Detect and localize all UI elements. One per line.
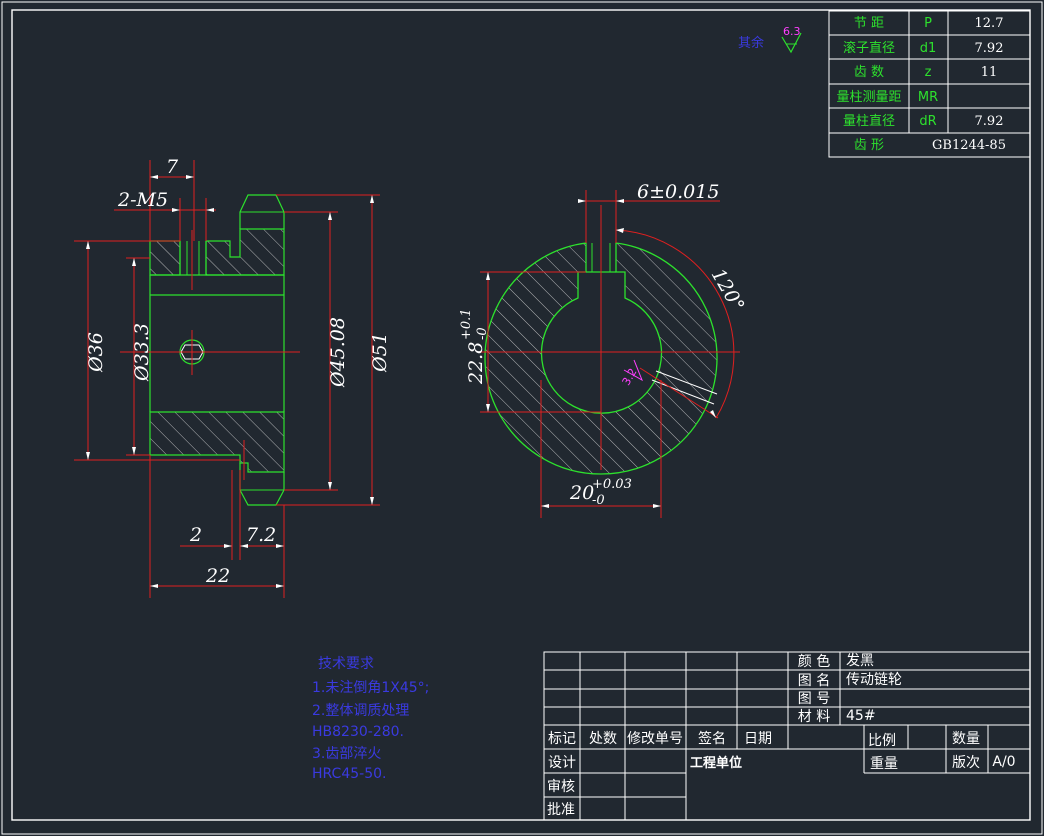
side-section-view xyxy=(120,194,300,506)
param-symbol-pin: dR xyxy=(919,114,936,129)
param-symbol-measure: MR xyxy=(918,90,938,105)
dim-bore-20: 20 xyxy=(569,482,594,504)
roughness-note-value: 6.3 xyxy=(783,25,801,38)
param-symbol-pitch: P xyxy=(924,16,932,31)
param-value-teeth: 11 xyxy=(981,65,998,80)
tech-req-line-5: HRC45-50. xyxy=(312,766,386,782)
tb-color-value: 发黑 xyxy=(846,653,874,669)
dim-22: 22 xyxy=(205,565,230,587)
dim-thread-2m5: 2-M5 xyxy=(117,189,168,211)
dim-key-depth-tol-up: +0.1 xyxy=(459,308,474,340)
roughness-note: 其余 6.3 xyxy=(738,25,802,54)
dim-keyway-6: 6±0.015 xyxy=(637,181,719,203)
tb-col-sign: 签名 xyxy=(698,730,726,747)
tb-material-label: 材 料 xyxy=(798,709,830,725)
front-roughness-value: 3.2 xyxy=(620,366,640,388)
tb-company: 工程单位 xyxy=(690,755,742,771)
param-value-pin: 7.92 xyxy=(975,114,1004,129)
tb-design: 设计 xyxy=(548,755,576,771)
dim-width-7: 7 xyxy=(166,156,179,178)
tb-name-value: 传动链轮 xyxy=(846,672,902,688)
param-value-roller: 7.92 xyxy=(975,41,1004,56)
tb-col-date: 日期 xyxy=(744,731,772,747)
tb-revision-value: A/0 xyxy=(992,754,1015,770)
tech-req-line-1: 1.未注倒角1X45°; xyxy=(312,680,429,696)
side-view-arrows xyxy=(86,175,374,588)
tb-quantity: 数量 xyxy=(952,731,980,747)
inner-border xyxy=(11,9,1031,821)
tb-weight: 重量 xyxy=(870,756,898,772)
tb-color-label: 颜 色 xyxy=(798,653,830,670)
dim-key-depth: 22.8 +0.1 -0 xyxy=(459,308,490,385)
param-symbol-roller: d1 xyxy=(920,41,937,56)
tech-req-line-4: 3.齿部淬火 xyxy=(312,746,381,762)
tb-material-value: 45# xyxy=(846,708,876,724)
tb-col-mark: 标记 xyxy=(548,731,576,747)
dim-dia-36: Ø36 xyxy=(85,332,107,373)
tb-approve: 批准 xyxy=(547,802,575,818)
title-block xyxy=(543,651,1031,821)
tb-review: 审核 xyxy=(547,779,575,795)
dim-angle-120: 120° xyxy=(707,265,749,316)
tb-col-change: 修改单号 xyxy=(627,731,683,747)
tech-requirements: 技术要求 1.未注倒角1X45°; 2.整体调质处理 HB8230-280. 3… xyxy=(312,656,429,782)
param-label-pitch: 节 距 xyxy=(854,16,884,31)
roughness-note-text: 其余 xyxy=(738,35,764,51)
dim-2: 2 xyxy=(189,524,202,546)
front-view xyxy=(478,205,740,475)
param-value-pitch: 12.7 xyxy=(975,16,1004,31)
tb-scale: 比例 xyxy=(868,733,896,749)
param-label-roller: 滚子直径 xyxy=(843,40,895,56)
param-label-pin: 量柱直径 xyxy=(843,114,895,129)
hub-section xyxy=(484,242,718,475)
tb-name-label: 图 名 xyxy=(798,673,830,689)
dim-bore-tol-low: -0 xyxy=(592,493,605,508)
dim-dia-33-3: Ø33.3 xyxy=(131,323,153,382)
front-view-dimensions xyxy=(480,190,720,518)
dim-key-depth-tol-low: -0 xyxy=(475,327,490,340)
front-roughness: 3.2 xyxy=(620,359,643,388)
param-label-teeth: 齿 数 xyxy=(854,65,884,80)
tech-req-title: 技术要求 xyxy=(318,656,374,672)
tb-number-label: 图 号 xyxy=(798,691,830,707)
roughness-symbol-icon xyxy=(781,32,802,54)
param-value-profile: GB1244-85 xyxy=(932,138,1006,153)
dim-dia-45-08: Ø45.08 xyxy=(327,317,349,388)
tech-req-line-3: HB8230-280. xyxy=(312,724,404,740)
param-label-profile: 齿 形 xyxy=(854,138,884,153)
tb-revision-label: 版次 xyxy=(952,755,980,771)
dim-bore-tol-up: +0.03 xyxy=(592,477,632,492)
parameter-table: 节 距 P 12.7 滚子直径 d1 7.92 齿 数 z 11 量柱测量距 M… xyxy=(828,10,1031,158)
param-label-measure: 量柱测量距 xyxy=(836,90,901,105)
dim-dia-51: Ø51 xyxy=(369,332,391,373)
front-view-arrows xyxy=(486,199,716,508)
param-symbol-teeth: z xyxy=(925,65,932,80)
tb-col-count: 处数 xyxy=(589,731,617,747)
dim-7-2: 7.2 xyxy=(246,524,276,546)
dim-key-depth-value: 22.8 xyxy=(465,342,487,385)
tech-req-line-2: 2.整体调质处理 xyxy=(312,703,409,719)
